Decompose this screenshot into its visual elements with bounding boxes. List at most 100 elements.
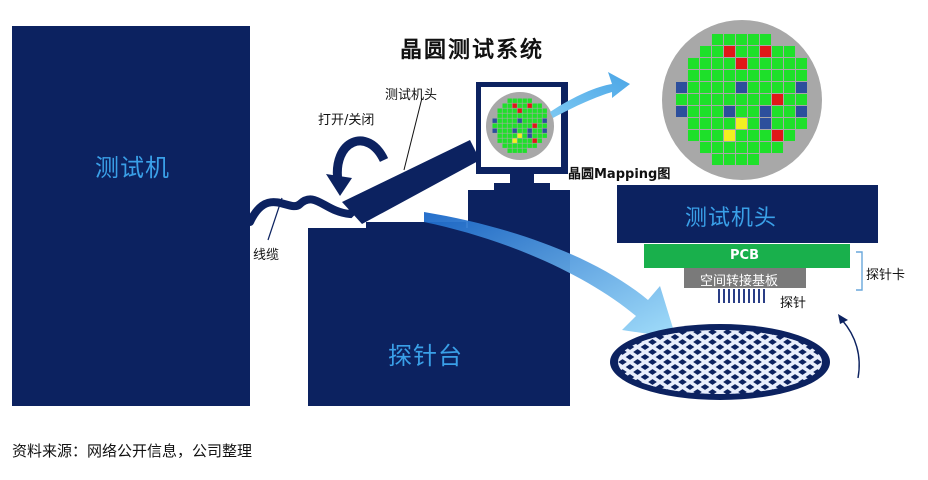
wafer-die <box>517 143 522 148</box>
wafer-die <box>522 133 527 138</box>
wafer-die <box>502 118 507 123</box>
wafer-die <box>522 108 527 113</box>
prober-base <box>308 228 570 406</box>
test-head-block <box>617 185 878 243</box>
interposer-label: 空间转接基板 <box>700 274 779 289</box>
wafer-die <box>497 118 502 123</box>
wafer-die <box>748 154 759 165</box>
wafer-grid-line <box>435 322 555 402</box>
wafer-die <box>512 133 517 138</box>
wafer-die <box>748 70 759 81</box>
wafer-die <box>537 123 542 128</box>
wafer-die <box>700 58 711 69</box>
wafer-grid-line <box>840 322 928 402</box>
prober-column <box>468 190 570 230</box>
wafer-die <box>527 143 532 148</box>
wafer-grid-line <box>480 322 600 402</box>
wafer-die <box>736 154 747 165</box>
wafer-grid-line <box>450 322 570 402</box>
wafer-grid-line <box>480 322 600 402</box>
wafer-die <box>748 82 759 93</box>
wafer-die <box>700 142 711 153</box>
wafer-die <box>796 58 807 69</box>
wafer-die <box>784 94 795 105</box>
wafer-grid-line <box>659 330 781 394</box>
wafer-die <box>512 118 517 123</box>
wafer-die <box>760 82 771 93</box>
wafer-die <box>748 118 759 129</box>
wafer-die <box>760 94 771 105</box>
wafer-die <box>712 130 723 141</box>
probe-needle <box>748 289 750 303</box>
wafer-die <box>676 82 687 93</box>
wafer-grid-line <box>900 322 928 402</box>
wafer-die <box>492 128 497 133</box>
wafer-grid-line <box>855 322 928 402</box>
wafer-die <box>502 128 507 133</box>
wafer-die <box>712 82 723 93</box>
wafer-grid-line <box>734 330 822 394</box>
wafer-die <box>688 118 699 129</box>
wafer-die <box>784 58 795 69</box>
wafer-die <box>736 118 747 129</box>
wafer-die <box>700 130 711 141</box>
wafer-die <box>700 94 711 105</box>
wafer-die <box>712 118 723 129</box>
wafer-die <box>517 103 522 108</box>
probe-needle <box>753 289 755 303</box>
wafer-die <box>760 70 771 81</box>
wafer-die <box>512 98 517 103</box>
probe-needle <box>763 289 765 303</box>
wafer-die <box>736 46 747 57</box>
wafer-die <box>784 82 795 93</box>
wafer-die <box>748 106 759 117</box>
prober-chuck-plate <box>366 222 466 230</box>
wafer-die <box>497 128 502 133</box>
wafer-die <box>700 106 711 117</box>
wafer-die <box>688 94 699 105</box>
wafer-die <box>532 128 537 133</box>
wafer-die <box>522 113 527 118</box>
wafer-die <box>522 103 527 108</box>
wafer-die <box>527 128 532 133</box>
wafer-die <box>796 118 807 129</box>
wafer-die <box>724 70 735 81</box>
wafer-die <box>512 148 517 153</box>
wafer-die <box>497 108 502 113</box>
wafer-die <box>512 108 517 113</box>
wafer-die <box>532 113 537 118</box>
wafer-die <box>772 82 783 93</box>
wafer-die <box>772 46 783 57</box>
monitor-base <box>494 183 550 191</box>
wafer-die <box>712 34 723 45</box>
wafer-die <box>517 118 522 123</box>
wafer-die <box>532 118 537 123</box>
wafer-die <box>507 148 512 153</box>
wafer-die <box>527 118 532 123</box>
test-head-lid <box>342 140 480 224</box>
wafer-die <box>512 143 517 148</box>
wafer-die <box>527 123 532 128</box>
wafer-grid-line <box>618 330 706 394</box>
wafer-die <box>796 94 807 105</box>
wafer-die <box>772 118 783 129</box>
wafer-die <box>736 142 747 153</box>
wafer-die <box>522 143 527 148</box>
wafer-die <box>527 113 532 118</box>
wafer-die <box>796 82 807 93</box>
wafer-die <box>724 130 735 141</box>
wafer-die <box>736 130 747 141</box>
wafer-die <box>724 82 735 93</box>
wafer-grid-line <box>674 330 796 394</box>
tester-label: 测试机 <box>95 154 170 182</box>
wafer-die <box>760 130 771 141</box>
wafer-die <box>537 113 542 118</box>
wafer-die <box>772 130 783 141</box>
wafer-die <box>736 106 747 117</box>
wafer-die <box>507 138 512 143</box>
wafer-die <box>507 113 512 118</box>
wafer-die <box>724 142 735 153</box>
wafer-grid-line <box>495 322 615 402</box>
open-close-label: 打开/关闭 <box>318 113 375 128</box>
probe-needle <box>728 289 730 303</box>
